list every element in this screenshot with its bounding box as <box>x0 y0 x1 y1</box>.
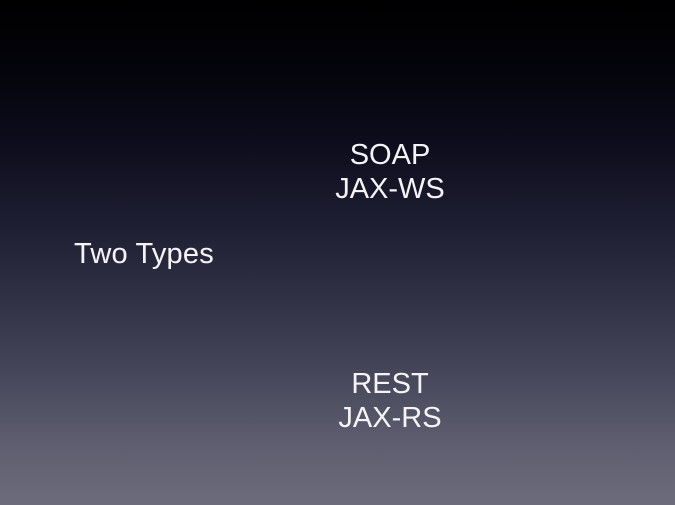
type-api-jax-ws: JAX-WS <box>335 173 445 205</box>
type-api-jax-rs: JAX-RS <box>338 402 442 434</box>
type-name-rest: REST <box>351 368 429 400</box>
slide-title: Two Types <box>74 238 214 270</box>
type-soap: SOAP JAX-WS <box>290 138 490 206</box>
type-name-soap: SOAP <box>349 139 431 171</box>
type-rest: REST JAX-RS <box>290 367 490 435</box>
